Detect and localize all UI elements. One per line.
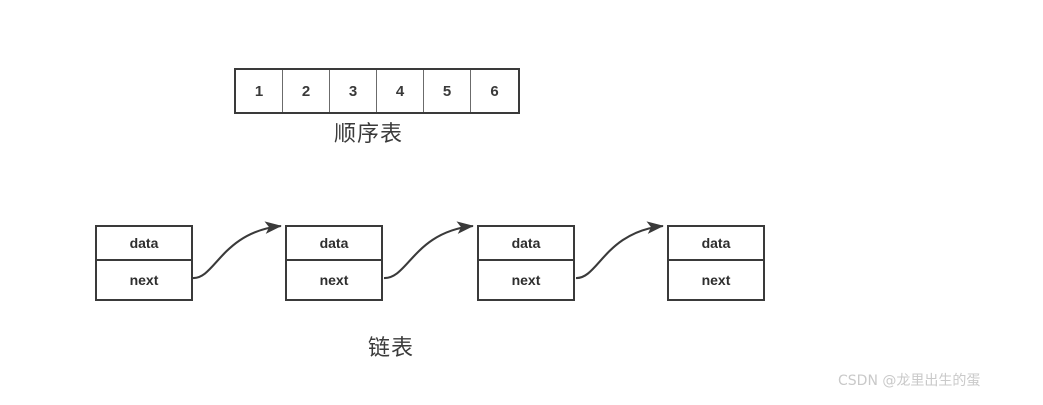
- array-cell: 1: [236, 70, 283, 112]
- node-next-field: next: [511, 272, 541, 288]
- node-data-field: data: [479, 227, 573, 261]
- node-data-field: data: [97, 227, 191, 261]
- node-next-field: next: [701, 272, 731, 288]
- array-cell: 4: [377, 70, 424, 112]
- linked-list-node: data next: [667, 225, 765, 301]
- pointer-arrow-node3-to-node4: [575, 221, 664, 280]
- linked-list-caption: 链表: [368, 336, 415, 361]
- linked-list-node: data next: [477, 225, 575, 301]
- pointer-arrow-node2-to-node3: [383, 221, 474, 280]
- sequential-list-array: 1 2 3 4 5 6: [234, 68, 520, 114]
- node-next-field: next: [319, 272, 349, 288]
- array-cell: 2: [283, 70, 330, 112]
- node-next-field: next: [129, 272, 159, 288]
- sequential-list-caption: 顺序表: [334, 122, 404, 147]
- node-data-field: data: [669, 227, 763, 261]
- watermark-text: CSDN @龙里出生的蛋: [838, 373, 981, 389]
- array-cell: 5: [424, 70, 471, 112]
- array-cell: 6: [471, 70, 518, 112]
- node-data-field: data: [287, 227, 381, 261]
- linked-list-node: data next: [285, 225, 383, 301]
- linked-list-node: data next: [95, 225, 193, 301]
- array-cell: 3: [330, 70, 377, 112]
- pointer-arrow-node1-to-node2: [192, 221, 282, 280]
